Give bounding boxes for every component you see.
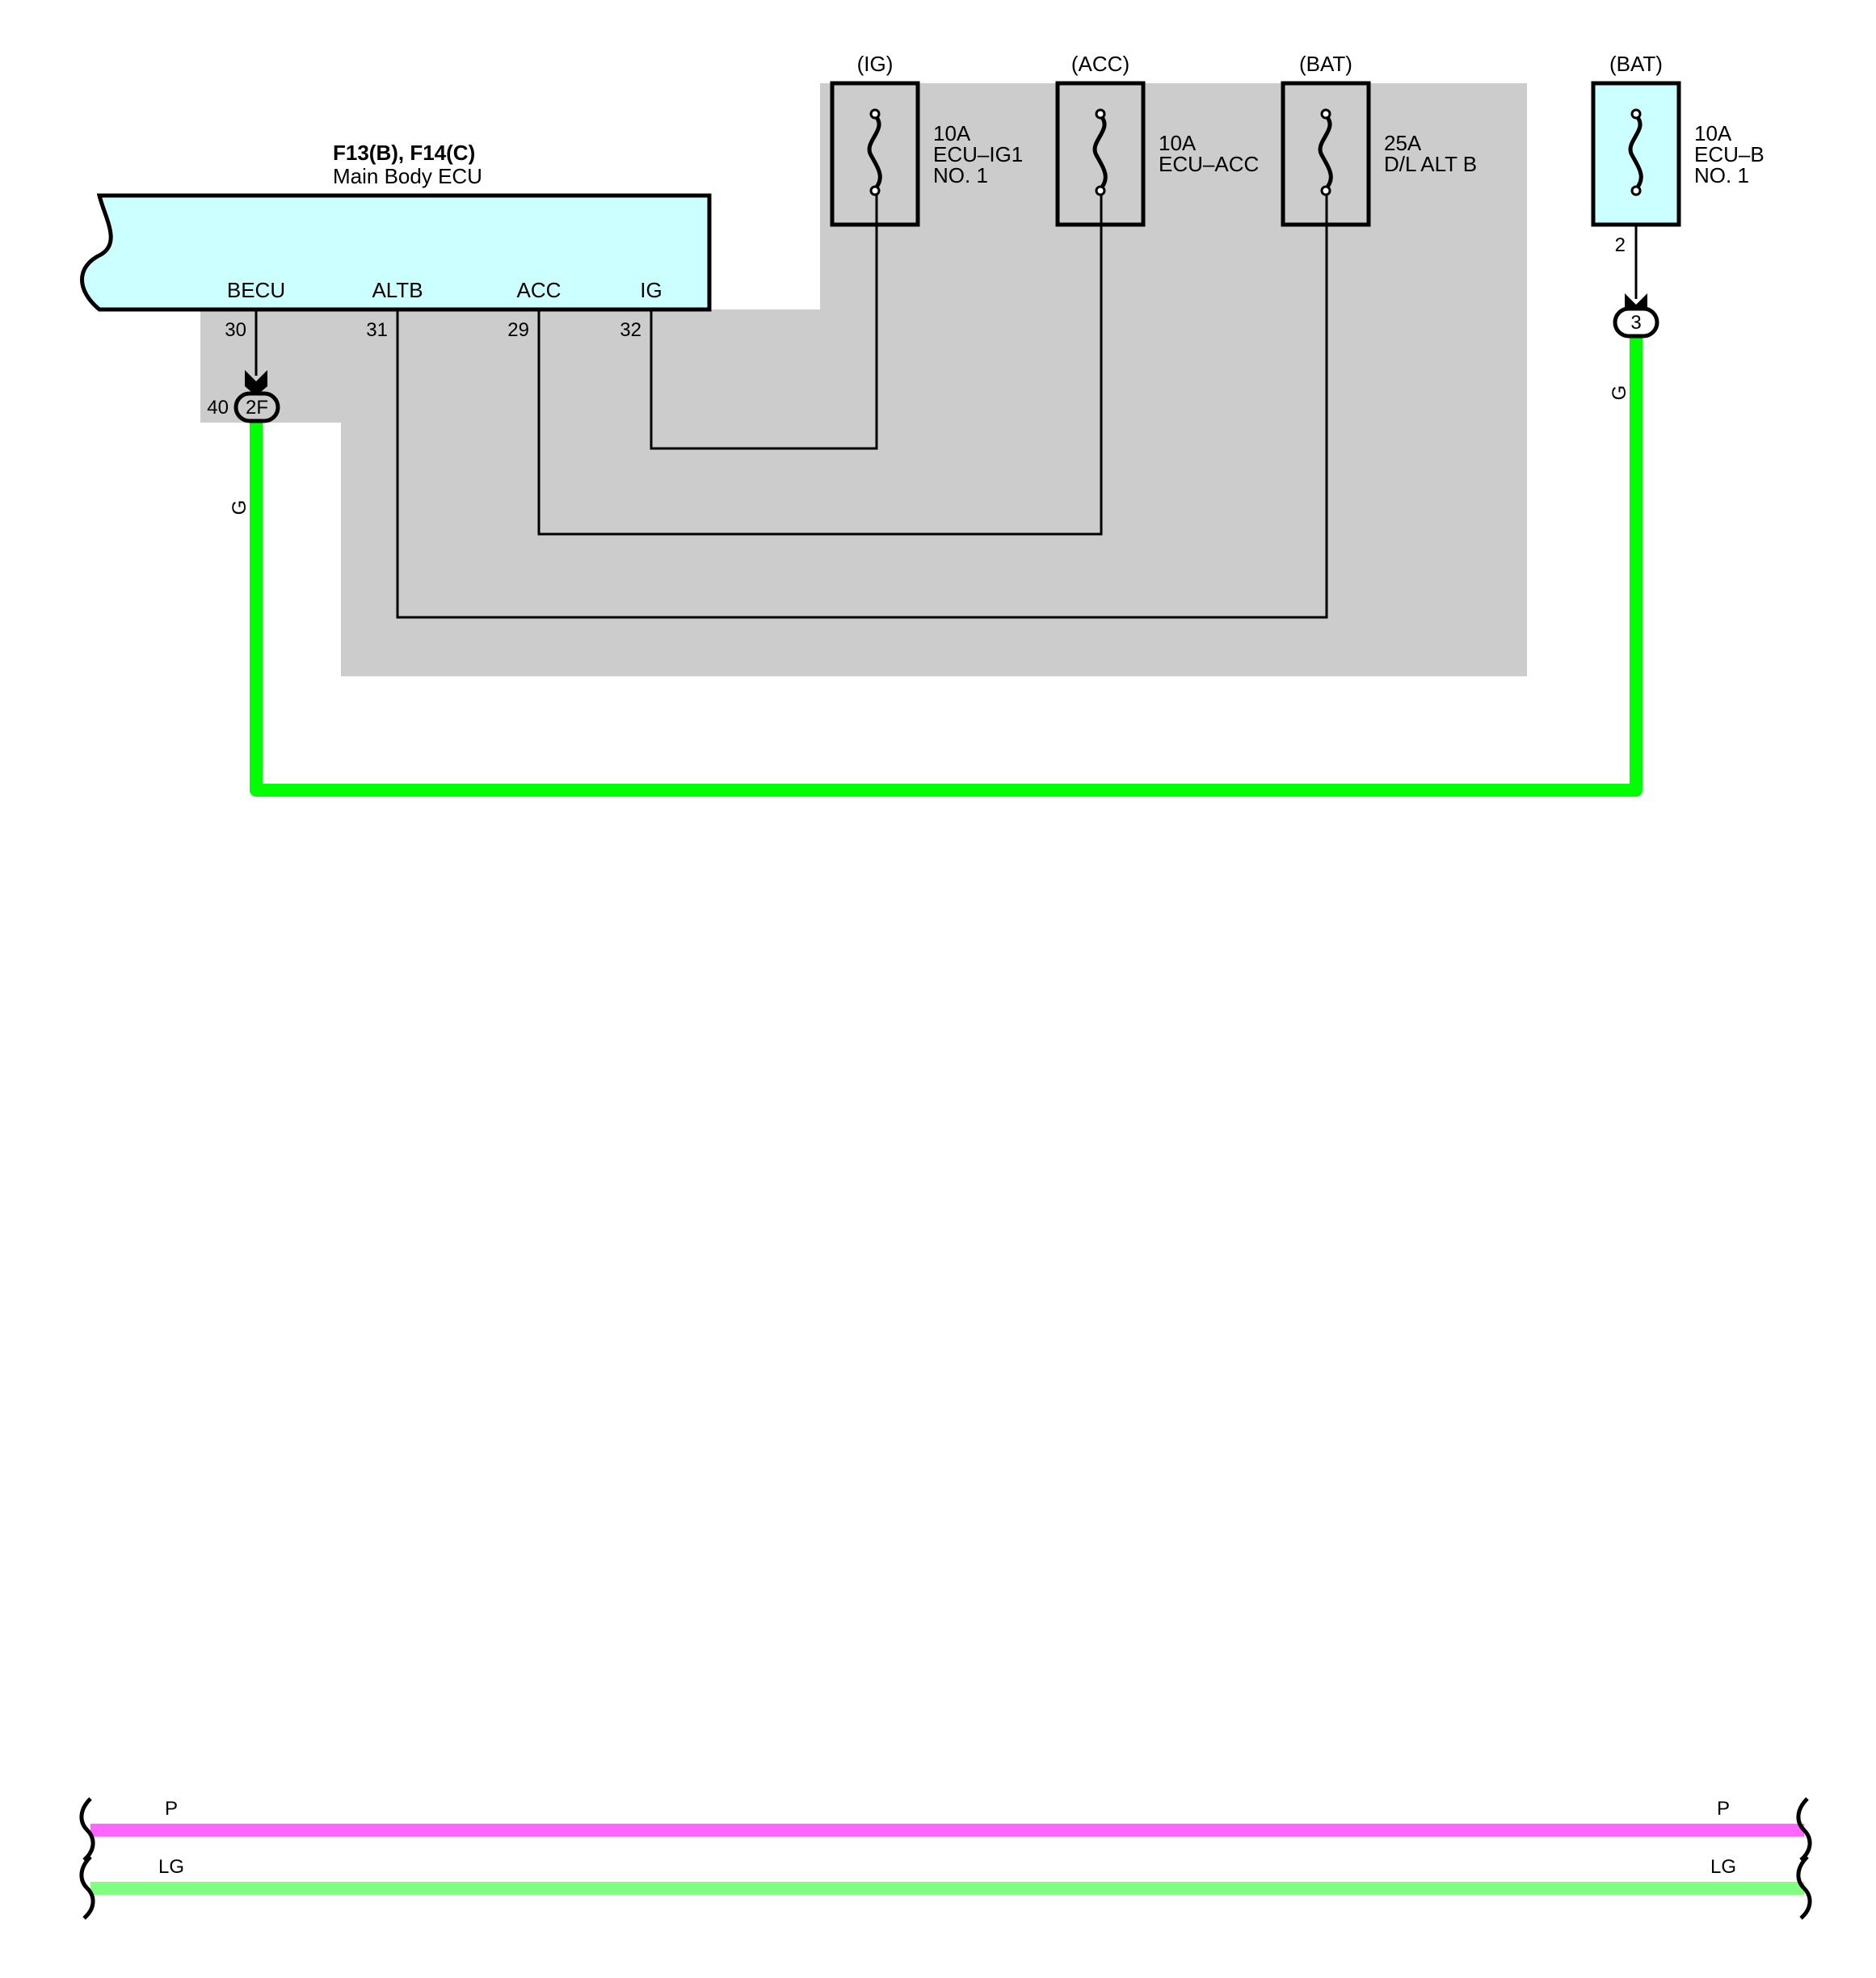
pin-number-acc: 29 <box>507 319 529 341</box>
wire-ig <box>650 186 878 450</box>
pin-number-ig: 32 <box>620 319 641 341</box>
fuse-ecub-rating: 10A <box>1694 121 1732 145</box>
fuse-ecub-name: ECU–B <box>1694 142 1765 166</box>
fuse-acc-name: ECU–ACC <box>1159 152 1259 176</box>
junction-block-area <box>200 83 1527 676</box>
fuse-ig-name2: NO. 1 <box>933 163 988 187</box>
fuse-ecub-source: (BAT) <box>1609 52 1663 76</box>
connector-3-label: 3 <box>1630 312 1641 334</box>
fuse-altb-name: D/L ALT B <box>1384 152 1477 176</box>
fuse-ig-name: ECU–IG1 <box>933 142 1023 166</box>
break-mark-left-top <box>79 1797 95 1862</box>
connector-2f-label: 2F <box>246 397 268 419</box>
connector-3-pin: 2 <box>1615 234 1626 256</box>
connector-2f: 2F <box>233 391 280 423</box>
wire-p-label-right: P <box>1717 1798 1730 1820</box>
fuse-acc-source: (ACC) <box>1071 52 1129 76</box>
ecu-name-label: Main Body ECU <box>333 164 482 188</box>
arrow-into-2f <box>245 370 267 396</box>
fuse-ecub-name2: NO. 1 <box>1694 163 1749 187</box>
break-mark-left-bottom <box>79 1855 95 1920</box>
wire-lg-label-right: LG <box>1710 1856 1736 1878</box>
fuse-altb-rating: 25A <box>1384 131 1422 155</box>
fuse-altb-source: (BAT) <box>1299 52 1352 76</box>
break-mark-right-bottom <box>1796 1855 1812 1920</box>
fuse-ig-source: (IG) <box>857 52 894 76</box>
terminal-ig-label: IG <box>640 278 662 302</box>
fuse-acc-rating: 10A <box>1159 131 1197 155</box>
wire-p-label-left: P <box>165 1798 178 1820</box>
ecu-connector-label: F13(B), F14(C) <box>333 141 475 165</box>
main-body-ecu-box <box>80 193 712 312</box>
wire-color-left: G <box>229 500 250 516</box>
terminal-altb-label: ALTB <box>372 278 423 302</box>
wire-acc <box>537 186 1103 536</box>
break-mark-right-top <box>1796 1797 1812 1862</box>
connector-3: 3 <box>1613 306 1659 339</box>
fuse-ecu-b <box>1591 81 1681 227</box>
terminal-becu-label: BECU <box>227 278 285 302</box>
terminal-acc-label: ACC <box>517 278 562 302</box>
pin-number-altb: 31 <box>366 319 388 341</box>
wire-lg-label-left: LG <box>158 1856 184 1878</box>
connector-2f-pin: 40 <box>207 397 229 419</box>
fuse-ig-rating: 10A <box>933 121 971 145</box>
fuse-ecu-ig1 <box>830 81 920 227</box>
pin-number-becu: 30 <box>225 319 246 341</box>
wire-g <box>250 326 1643 797</box>
fuse-ecu-acc <box>1055 81 1146 227</box>
fuse-dl-alt-b <box>1281 81 1371 227</box>
wire-color-right: G <box>1609 385 1630 401</box>
wire-altb <box>396 186 1328 619</box>
